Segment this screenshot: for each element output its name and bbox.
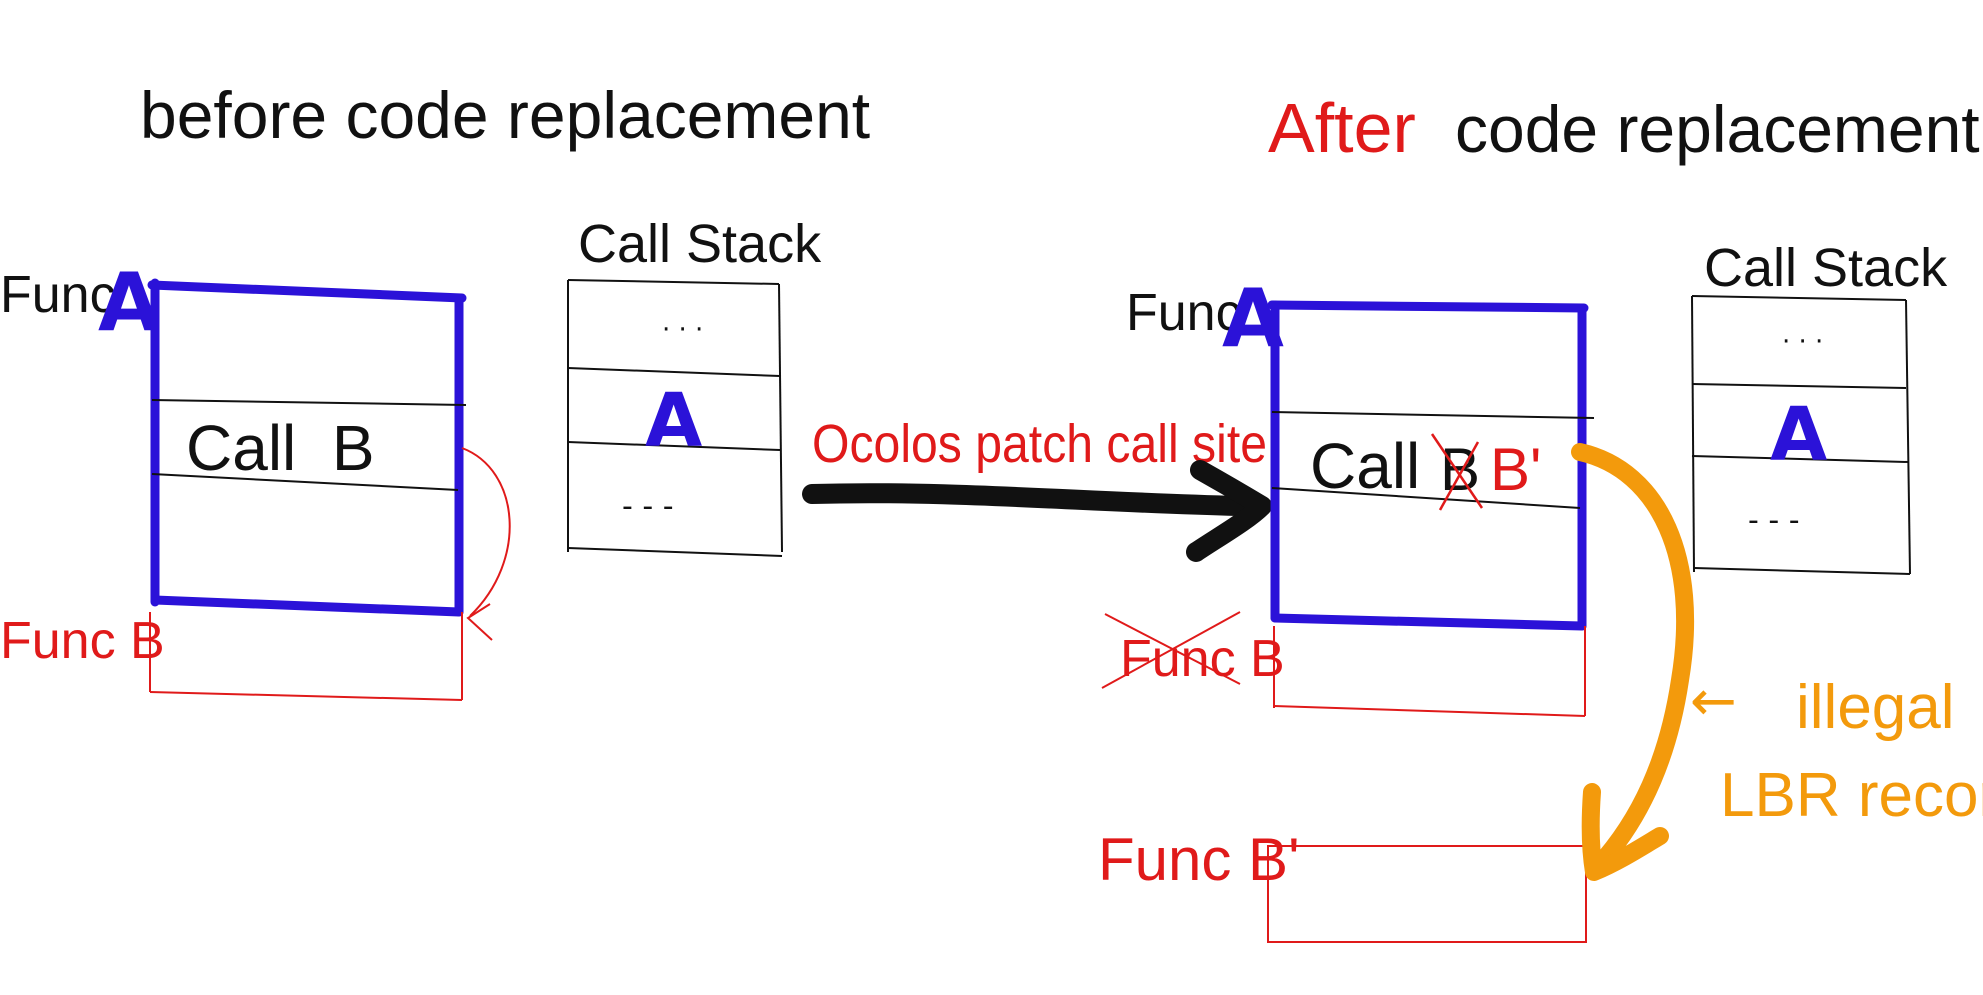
illegal-label-line2: LBR recor [1720,761,1983,830]
right-stack-bottom-cell: - - - [1748,503,1800,538]
right-func-a-prefix: Func [1126,284,1242,342]
title-after-prefix: After [1268,89,1416,167]
right-call-new-target: B' [1490,436,1541,503]
left-stack-frame-a: A [645,378,702,464]
left-func-a-letter: A [98,256,160,349]
right-stack-top-cell: · · · [1782,327,1823,357]
left-call-stack [567,279,783,557]
right-call-stack [1691,295,1911,575]
left-call-stack-title: Call Stack [578,214,822,274]
illegal-label-line1: illegal [1796,673,1955,742]
left-call-arrow [461,447,511,641]
left-call-label: Call B [186,412,375,484]
illegal-branch-arrow [1571,443,1695,881]
right-call-stack-title: Call Stack [1704,238,1948,298]
left-func-a-box [147,278,467,617]
left-stack-bottom-cell: - - - [622,489,674,524]
right-call-old-b: B [1440,436,1480,503]
transition-label: Ocolos patch call site [812,414,1267,474]
right-func-b-crossed: Func B [1101,611,1285,689]
left-stack-top-cell: · · · [662,315,703,345]
right-call-text: Call [1310,430,1420,502]
right-stack-frame-a: A [1770,392,1827,478]
illegal-arrow-glyph: ← [1690,669,1737,734]
right-func-b-prime-box [1267,845,1587,943]
transition-arrow [802,460,1272,562]
right-func-a-box [1267,300,1595,631]
title-before: before code replacement [140,78,870,152]
left-func-a-prefix: Func [0,266,116,324]
right-call-old-target: B [1430,433,1484,511]
left-func-b-label: Func B [0,612,165,670]
right-func-b-prime-label: Func B' [1098,826,1300,893]
right-func-b-box [1273,626,1586,717]
right-func-b-label: Func B [1120,630,1285,688]
title-after-rest: code replacement [1455,92,1980,166]
left-func-b-box [149,612,463,701]
